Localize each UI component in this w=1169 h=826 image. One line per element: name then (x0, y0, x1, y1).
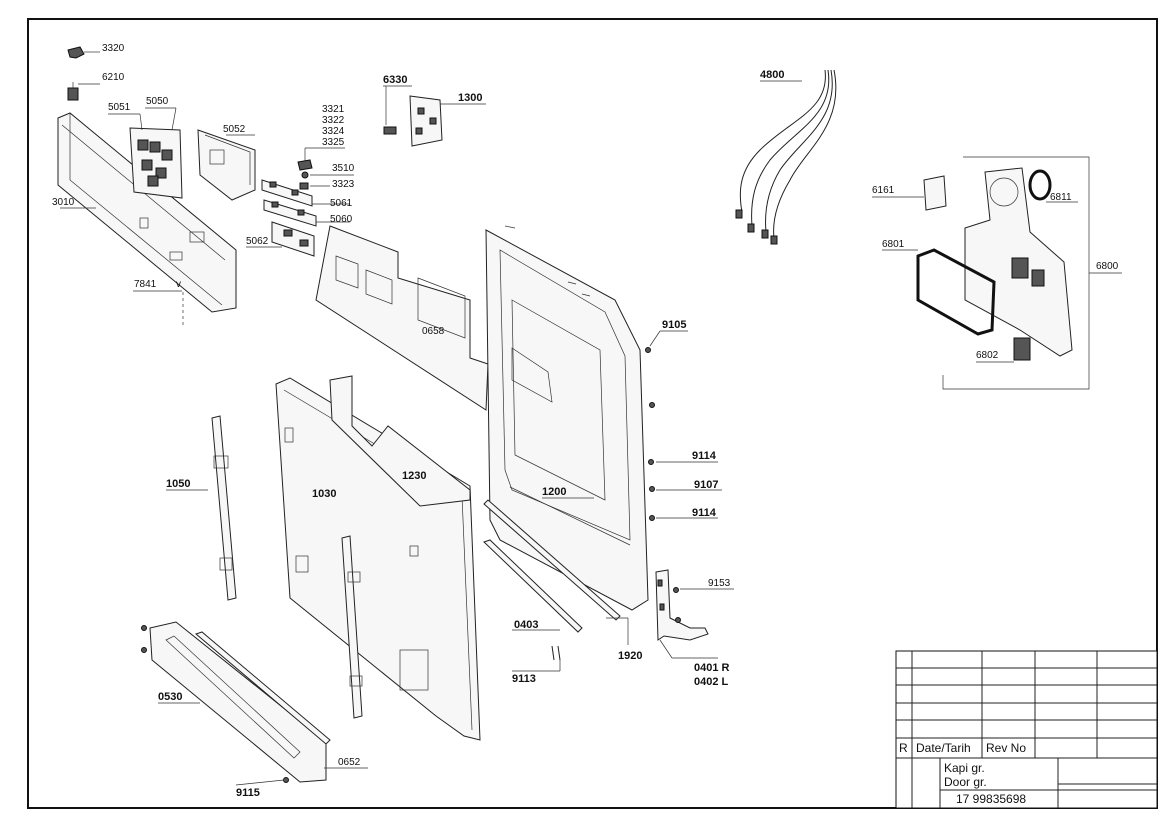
panel-part-1230 (329, 375, 471, 507)
rail-in-door (341, 535, 363, 719)
label-1050: 1050 (166, 478, 190, 490)
rail-part-1050 (211, 415, 237, 601)
document-number: 17 99835698 (956, 792, 1026, 806)
label-1300: 1300 (458, 92, 482, 104)
switch-part-6210 (67, 82, 100, 101)
seal-strip-part-0403 (483, 499, 621, 621)
screws-part-9113 (551, 645, 561, 661)
label-3323: 3323 (332, 179, 355, 190)
label-3510: 3510 (332, 163, 355, 174)
label-3322: 3322 (322, 115, 345, 126)
label-0401: 0401 R (694, 662, 730, 674)
label-4800: 4800 (760, 69, 784, 81)
label-3324: 3324 (322, 126, 345, 137)
label-9115: 9115 (236, 787, 260, 799)
label-5050: 5050 (146, 96, 169, 107)
knob-part-3320 (67, 46, 100, 59)
label-7841-v: v (176, 279, 181, 290)
label-9114-b: 9114 (692, 507, 717, 519)
label-0658: 0658 (422, 326, 445, 337)
title-block-date: Date/Tarih (916, 741, 971, 755)
label-0402: 0402 L (694, 676, 729, 688)
title-block (895, 650, 1158, 809)
label-3320: 3320 (102, 43, 125, 54)
label-0530: 0530 (158, 691, 182, 703)
label-9105: 9105 (662, 319, 686, 331)
inner-door-part-1200: 1200 (485, 225, 649, 611)
control-panel-part-3010 (57, 112, 237, 313)
label-1030: 1030 (312, 488, 336, 500)
label-5051: 5051 (108, 102, 131, 113)
title-block-r: R (899, 741, 908, 755)
seal-strip-part-1920 (483, 539, 583, 633)
drawing-title-tr: Kapi gr. (944, 761, 985, 775)
label-1230: 1230 (402, 470, 426, 482)
handle-strip-part-0652 (194, 631, 331, 745)
label-6210: 6210 (102, 72, 125, 83)
hinge-bracket-part-1300 (409, 95, 443, 147)
label-1200: 1200 (542, 486, 566, 498)
button-strip-part-5060 (263, 199, 317, 227)
label-6802: 6802 (976, 350, 999, 361)
hinge-bracket-part-0401 (655, 569, 709, 641)
label-9107: 9107 (694, 479, 718, 491)
gasket-part-6801 (916, 248, 996, 336)
label-3010: 3010 (52, 197, 75, 208)
title-block-rev-no: Rev No (986, 741, 1026, 755)
control-panel-group: 3320 6210 3010 7841 v (52, 43, 355, 326)
label-9153: 9153 (708, 578, 731, 589)
button-strip-part-5062 (271, 221, 315, 257)
drawing-title-en: Door gr. (944, 775, 987, 789)
label-5060: 5060 (330, 214, 353, 225)
outer-door-part-1030 (275, 377, 481, 741)
seal-ring-part-6811 (1028, 169, 1052, 201)
drawing-border (27, 18, 1158, 809)
screws-right-side (645, 347, 655, 521)
label-6800: 6800 (1096, 261, 1119, 272)
label-3325: 3325 (322, 137, 345, 148)
label-9113: 9113 (512, 673, 536, 685)
label-6801: 6801 (882, 239, 905, 250)
label-6161: 6161 (872, 185, 895, 196)
label-1920: 1920 (618, 650, 642, 662)
label-5061: 5061 (330, 198, 353, 209)
button-part-3321 (297, 159, 313, 171)
label-5062: 5062 (246, 236, 269, 247)
label-0403: 0403 (514, 619, 538, 631)
button-strip-part-5061 (261, 179, 313, 207)
cover-box-part-5052 (197, 129, 256, 201)
bracket-group-1300: 6330 1300 (383, 74, 486, 147)
label-3321: 3321 (322, 104, 345, 115)
handle-part-0530 (149, 621, 327, 783)
label-6811: 6811 (1050, 192, 1072, 203)
label-5052: 5052 (223, 124, 246, 135)
label-6330: 6330 (383, 74, 407, 86)
electronic-card-part-5050 (129, 127, 183, 199)
cable-harness-part-4800: 4800 (735, 69, 837, 245)
label-0652: 0652 (338, 757, 361, 768)
label-9114-a: 9114 (692, 450, 717, 462)
detergent-dispenser-group-6800: 6800 6161 6811 6801 6802 (872, 156, 1122, 390)
label-7841: 7841 (134, 279, 157, 290)
insulation-sheet-part-0658: 0658 (315, 225, 489, 411)
